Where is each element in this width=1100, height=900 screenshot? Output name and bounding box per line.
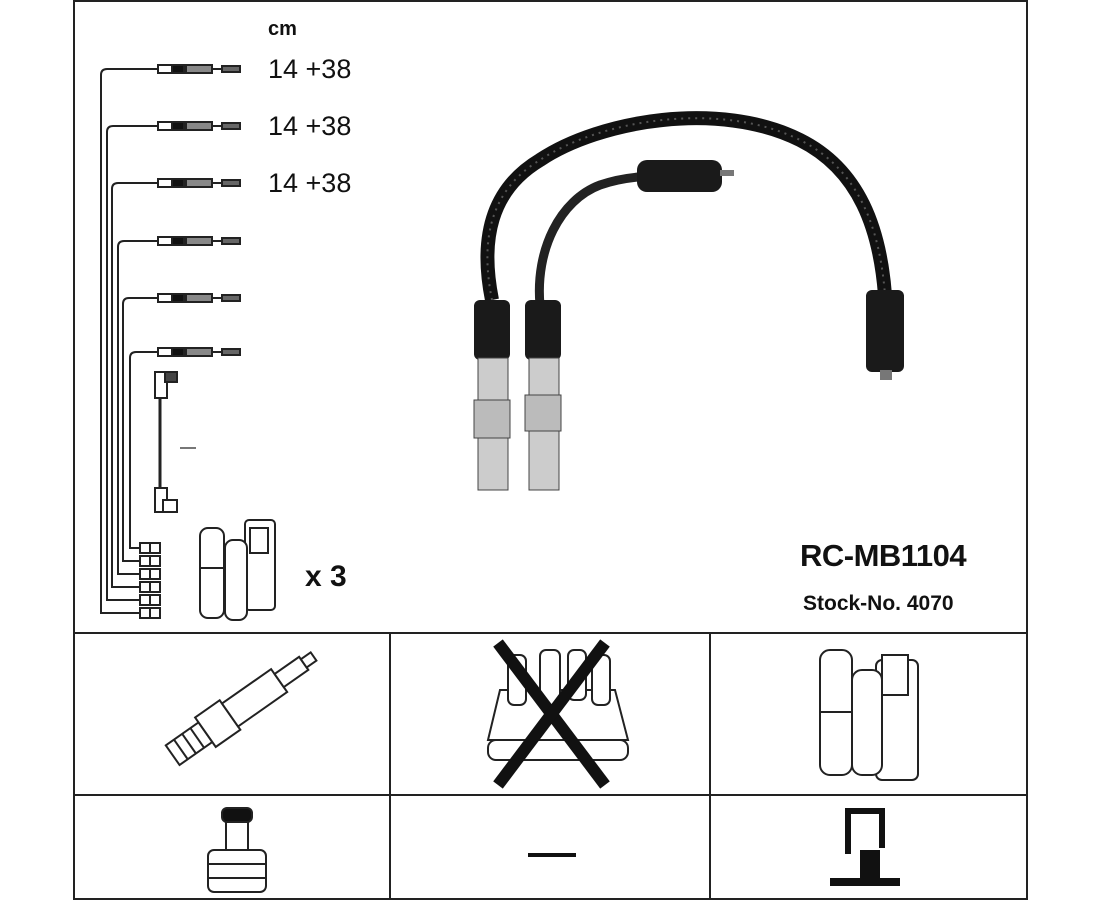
lead-boot: [171, 236, 185, 246]
single-lead-icon: [154, 371, 196, 513]
spark-plug-icon: [164, 651, 318, 767]
lead-end: [221, 122, 241, 130]
lead-connector: [149, 542, 161, 554]
lead-boot: [157, 347, 173, 357]
lead-length-2: 14 +38: [268, 111, 352, 141]
lead-boot: [171, 347, 185, 357]
lead-length-1: 14 +38: [268, 54, 352, 84]
lead-boot: [171, 293, 185, 303]
lead-connector: [139, 555, 151, 567]
lead-end: [221, 65, 241, 73]
lead-connector: [149, 555, 161, 567]
lead-boot: [171, 178, 185, 188]
lead-wire: [129, 351, 158, 549]
coil-quantity: x 3: [305, 560, 347, 593]
frame: [73, 0, 1028, 900]
lead-boot: [157, 293, 173, 303]
lead-wire: [106, 125, 158, 601]
lead-end: [221, 294, 241, 302]
lead-wire: [117, 240, 158, 575]
wiring-schematic: [100, 64, 241, 619]
lead-terminal: [185, 178, 213, 188]
lead-wire: [100, 68, 158, 614]
ignition-coil-icon: [819, 649, 919, 781]
lead-terminal: [185, 236, 213, 246]
lead-boot: [157, 178, 173, 188]
lead-connector: [149, 581, 161, 593]
lead-terminal: [185, 347, 213, 357]
lead-wire: [122, 297, 158, 562]
lead-connector: [149, 607, 161, 619]
lead-boot: [157, 121, 173, 131]
lead-boot: [157, 64, 173, 74]
lead-connector: [149, 594, 161, 606]
lead-length-3: 14 +38: [268, 168, 352, 198]
lead-connector: [139, 581, 151, 593]
plug-connector-icon: [207, 807, 267, 893]
product-code: RC-MB1104: [800, 538, 967, 573]
unit-label: cm: [268, 18, 297, 40]
lead-end: [221, 237, 241, 245]
lead-connector: [139, 594, 151, 606]
lead-connector: [139, 542, 151, 554]
lead-terminal: [185, 64, 213, 74]
stock-number: Stock-No. 4070: [803, 592, 954, 615]
lead-end: [221, 179, 241, 187]
lead-connector: [139, 568, 151, 580]
lead-connector: [149, 568, 161, 580]
lead-boot: [171, 64, 185, 74]
coil-icon-small: [199, 519, 276, 621]
lead-boot: [171, 121, 185, 131]
lead-end: [221, 348, 241, 356]
lead-terminal: [185, 293, 213, 303]
lead-boot: [157, 236, 173, 246]
lead-terminal: [185, 121, 213, 131]
ignition-cable-set: [473, 111, 904, 491]
lead-connector: [139, 607, 151, 619]
lead-wire: [111, 182, 158, 588]
terminal-icon: [830, 808, 900, 886]
not-applicable-cross-icon: [493, 639, 610, 789]
